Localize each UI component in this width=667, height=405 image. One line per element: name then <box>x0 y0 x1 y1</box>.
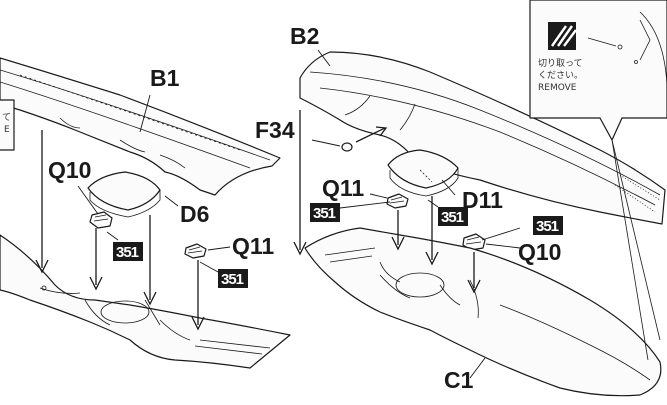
wing-lower-left <box>0 234 291 369</box>
arrow-f34-head <box>375 126 388 137</box>
label-b2: B2 <box>290 23 319 49</box>
wing-upper-right-b2 <box>299 51 666 225</box>
wing-lower-right-c1 <box>304 227 662 397</box>
svg-text:351: 351 <box>116 244 139 261</box>
paint-code-badge-right-a: 351 <box>310 203 340 222</box>
paint-code-badge-left-b: 351 <box>218 269 248 288</box>
decal-cut-icon <box>548 22 577 50</box>
label-q10-right: Q10 <box>518 239 561 265</box>
arrow-f34 <box>355 127 386 143</box>
label-d6: D6 <box>180 201 209 227</box>
paint-code-badge-right-b: 351 <box>438 207 468 226</box>
svg-text:351: 351 <box>221 271 244 288</box>
label-d11: D11 <box>462 187 503 213</box>
right-leader-lines <box>311 49 521 379</box>
label-c1: C1 <box>444 367 474 393</box>
left-callout-text-2: E <box>4 125 10 135</box>
label-q11-left: Q11 <box>232 233 274 259</box>
callout-text-3: REMOVE <box>538 83 577 93</box>
label-f34: F34 <box>255 117 295 143</box>
remove-callout: 切り取って ください。 REMOVE <box>529 0 667 361</box>
right-assembly-arrows <box>293 110 481 294</box>
part-q10-left <box>89 211 113 229</box>
part-f34 <box>341 142 353 152</box>
label-q11-right: Q11 <box>322 175 364 201</box>
part-d6 <box>87 171 161 218</box>
paint-code-badge-right-c: 351 <box>533 216 563 235</box>
label-q10-left: Q10 <box>48 157 91 183</box>
svg-text:351: 351 <box>441 209 464 226</box>
wing-upper-left-b1 <box>0 57 281 196</box>
paint-code-badge-left-a: 351 <box>113 242 143 261</box>
part-d11 <box>387 149 459 197</box>
left-leader-lines <box>77 94 231 273</box>
callout-text-2: ください。 <box>538 70 583 81</box>
part-q11-left <box>184 243 207 259</box>
label-b1: B1 <box>150 65 180 91</box>
part-q11-right <box>386 193 409 209</box>
part-q10-right <box>462 233 486 251</box>
svg-text:351: 351 <box>313 205 336 222</box>
left-assembly-arrows <box>35 130 205 331</box>
left-callout-text-1: て <box>2 113 11 123</box>
left-callout-box: て E <box>0 99 15 151</box>
callout-text-1: 切り取って <box>538 58 583 69</box>
svg-text:351: 351 <box>536 218 559 235</box>
